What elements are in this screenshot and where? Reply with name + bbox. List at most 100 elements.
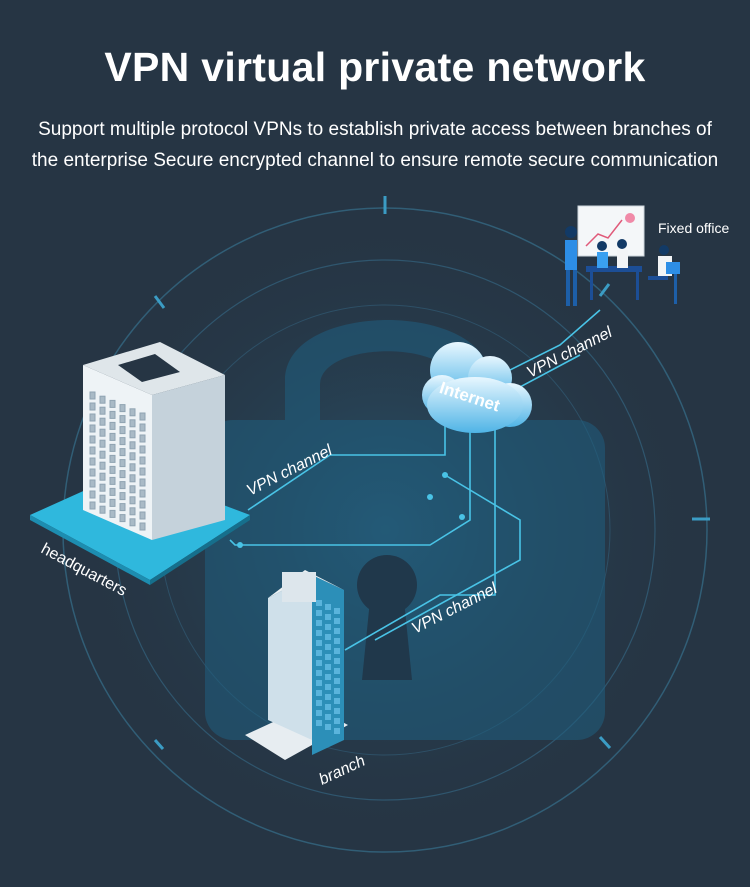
hq-window: [139, 478, 146, 487]
hq-window: [129, 452, 136, 461]
branch-window: [316, 650, 322, 656]
branch-window: [316, 720, 322, 726]
branch-window: [316, 700, 322, 706]
branch-window: [334, 628, 340, 634]
hq-window: [109, 399, 116, 408]
branch-window: [334, 668, 340, 674]
hq-window: [99, 461, 106, 470]
hq-window: [129, 496, 136, 505]
hq-window: [129, 408, 136, 417]
hq-window: [109, 487, 116, 496]
hq-window: [139, 489, 146, 498]
hq-window: [139, 522, 146, 531]
hq-window: [99, 417, 106, 426]
hq-window: [139, 456, 146, 465]
branch-window: [325, 724, 331, 730]
branch-window: [334, 648, 340, 654]
hq-window: [109, 443, 116, 452]
hq-window: [109, 454, 116, 463]
branch-window: [316, 600, 322, 606]
page-title: VPN virtual private network: [104, 44, 646, 90]
hq-window: [109, 498, 116, 507]
branch-window: [334, 698, 340, 704]
subtitle-line-1: Support multiple protocol VPNs to establ…: [38, 119, 712, 140]
hq-window: [109, 476, 116, 485]
branch-window: [325, 644, 331, 650]
hq-window: [139, 500, 146, 509]
hq-window: [119, 470, 126, 479]
hq-window: [119, 426, 126, 435]
branch-window: [325, 604, 331, 610]
hq-window: [99, 494, 106, 503]
hq-window: [119, 437, 126, 446]
hq-window: [89, 479, 96, 488]
hq-window: [89, 490, 96, 499]
hq-window: [99, 406, 106, 415]
hq-window: [129, 474, 136, 483]
branch-window: [325, 674, 331, 680]
branch-window: [316, 660, 322, 666]
hq-window: [89, 501, 96, 510]
hq-window: [89, 435, 96, 444]
branch-window: [325, 614, 331, 620]
hq-window: [119, 448, 126, 457]
hq-window: [109, 421, 116, 430]
hq-window: [119, 404, 126, 413]
branch-window: [334, 728, 340, 734]
hq-window: [99, 428, 106, 437]
hq-window: [89, 468, 96, 477]
hq-window: [89, 424, 96, 433]
fixed-office-label: Fixed office: [658, 220, 730, 236]
hq-window: [99, 472, 106, 481]
vpn-lines: [229, 309, 601, 651]
lock-keyhole-slot: [362, 600, 412, 680]
hq-window: [139, 445, 146, 454]
hq-window: [129, 430, 136, 439]
internet-cloud: [422, 342, 532, 433]
hq-window: [109, 410, 116, 419]
hq-window: [129, 507, 136, 516]
hq-window: [119, 415, 126, 424]
fixed-office-illustration: [565, 205, 680, 306]
branch-window: [316, 690, 322, 696]
hq-window: [119, 514, 126, 523]
branch-window: [316, 630, 322, 636]
branch-window: [334, 638, 340, 644]
branch-window: [325, 634, 331, 640]
branch-window: [325, 684, 331, 690]
hq-window: [129, 485, 136, 494]
branch-window: [334, 688, 340, 694]
hq-window: [139, 434, 146, 443]
hq-window: [129, 463, 136, 472]
page-subtitle: Support multiple protocol VPNs to establ…: [0, 114, 750, 176]
hq-window: [89, 402, 96, 411]
ring-ticks: [153, 196, 710, 750]
branch-window: [325, 664, 331, 670]
hq-window: [99, 505, 106, 514]
hq-window: [89, 446, 96, 455]
subtitle-line-2: the enterprise Secure encrypted channel …: [31, 150, 719, 171]
branch-window: [316, 680, 322, 686]
hq-window: [99, 395, 106, 404]
hq-window: [119, 492, 126, 501]
hq-window: [99, 483, 106, 492]
hq-window: [109, 432, 116, 441]
hq-window: [109, 509, 116, 518]
hq-window: [89, 413, 96, 422]
hq-window: [129, 441, 136, 450]
branch-window: [316, 670, 322, 676]
headquarters-windows: [89, 391, 146, 531]
branch-window: [325, 714, 331, 720]
branch-window: [325, 654, 331, 660]
branch-window: [334, 618, 340, 624]
hq-window: [119, 503, 126, 512]
branch-window: [334, 658, 340, 664]
hq-window: [99, 439, 106, 448]
hq-window: [139, 511, 146, 520]
branch-window: [325, 624, 331, 630]
hq-window: [89, 391, 96, 400]
branch-window: [325, 704, 331, 710]
hq-window: [119, 459, 126, 468]
hq-window: [109, 465, 116, 474]
